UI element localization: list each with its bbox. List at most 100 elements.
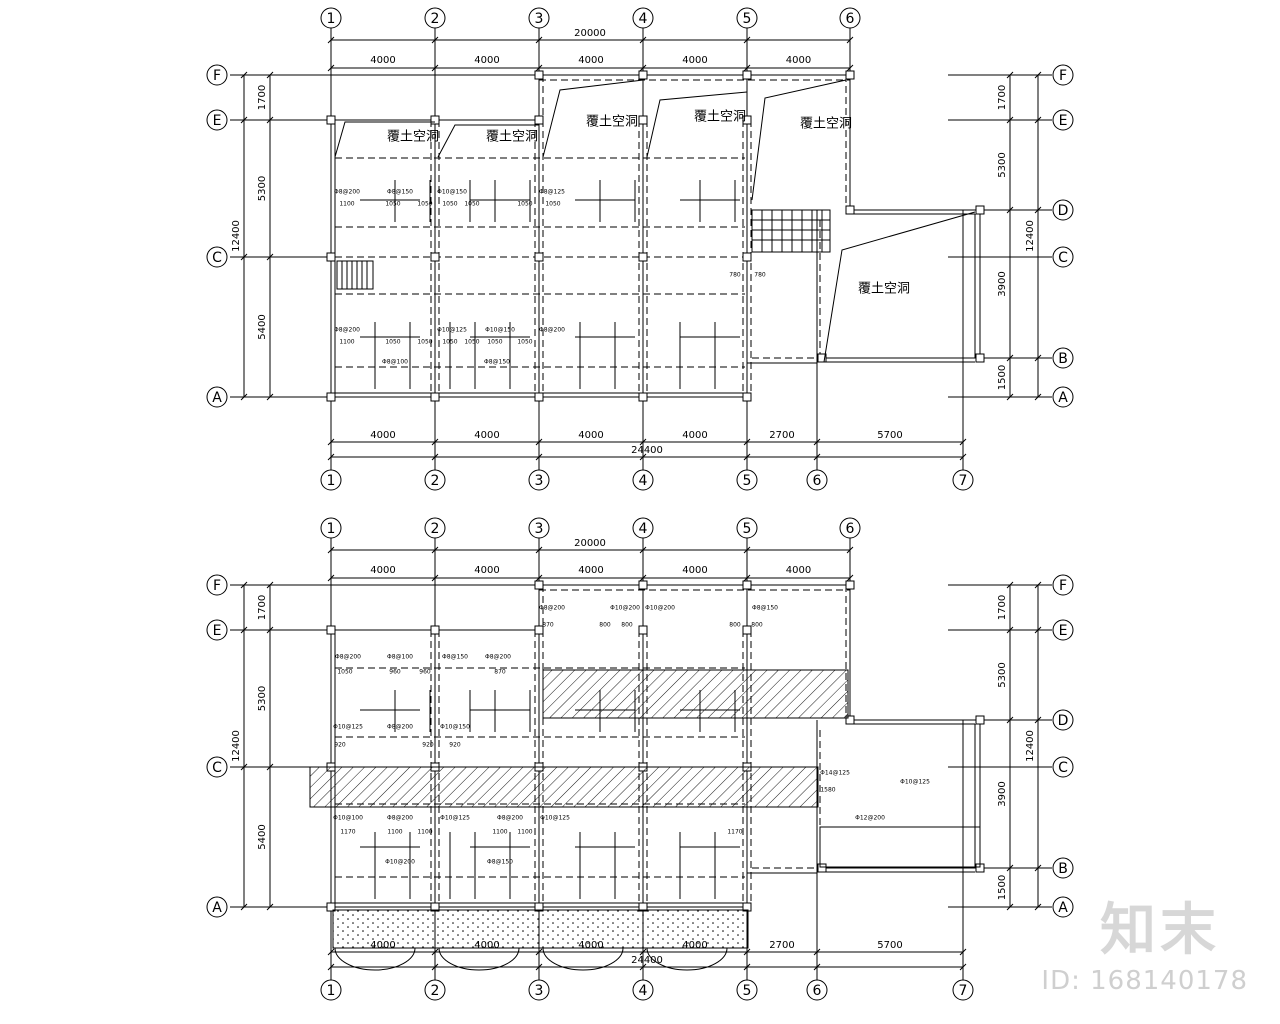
axis-bubble-label: F [1059,68,1067,84]
axis-bubble-label: D [1058,203,1069,219]
rebar-label: Φ8@200 [335,654,361,661]
watermark-logo: 知末 [1100,898,1220,963]
axis-bubble-circle [736,7,758,29]
dim-tick [535,64,543,72]
rebar-label: Φ10@125 [900,779,930,786]
rebar-label: Φ8@200 [334,327,360,334]
dim-span-bottom: 4000 [474,430,499,441]
dim-tick [639,948,647,956]
rebar-label: Φ8@150 [752,605,778,612]
axis-bubble-circle [320,517,342,539]
axis-bubble-label: 2 [431,521,440,537]
axis-bubble-label: 4 [639,473,648,489]
dim-tick [1006,581,1014,589]
axis-bubble-circle [1052,386,1074,408]
axis-bubble-circle [528,979,550,1001]
dim-tick [240,763,248,771]
small-dim: 1100 [387,829,402,836]
dim-tick [1006,393,1014,401]
dim-total-top: 20000 [574,28,606,39]
small-dim: 960 [389,669,401,676]
axis-bubble-top: 4 [632,7,654,29]
axis-bubble-right: A [1052,386,1074,408]
axis-bubble-circle [839,7,861,29]
dim-right-total: 12400 [1025,730,1036,762]
small-dim: 1100 [417,829,432,836]
column [975,353,985,363]
column [742,252,752,262]
axis-bubble-right: D [1052,709,1074,731]
column [975,205,985,215]
dim-span-bottom: 2700 [769,940,794,951]
column [326,115,336,125]
void-outline [823,211,976,363]
dim-tick [240,903,248,911]
column [638,115,648,125]
axis-bubble-circle [528,469,550,491]
dim-left-span: 5300 [257,686,268,711]
axis-bubble-label: B [1058,351,1068,367]
rebar-label: Φ10@200 [610,605,640,612]
void-outline [334,121,435,158]
column [326,252,336,262]
watermark-id: ID: 168140178 [1041,966,1248,996]
dim-tick [327,36,335,44]
dim-tick [431,453,439,461]
axis-bubble-right: C [1052,246,1074,268]
dim-tick [266,763,274,771]
small-dim: 1050 [464,339,479,346]
axis-bubble-right: B [1052,347,1074,369]
small-dim: 800 [599,622,611,629]
axis-bubble-label: E [1059,113,1068,129]
axis-bubble-right: E [1052,109,1074,131]
axis-bubble-circle [424,979,446,1001]
dim-right-span: 3900 [997,781,1008,806]
rebar-label: Φ10@125 [437,327,467,334]
axis-bubble-bottom: 1 [320,979,342,1001]
column [638,70,648,80]
axis-bubble-label: A [1058,900,1068,916]
column [975,715,985,725]
axis-bubble-label: D [1058,713,1069,729]
axis-bubble-circle [424,469,446,491]
rebar-label: Φ8@125 [539,189,565,196]
column [430,625,440,635]
axis-bubble-circle [632,979,654,1001]
void-outline [542,79,644,158]
small-dim: 1050 [442,339,457,346]
dim-right-span: 1500 [997,365,1008,390]
axis-bubble-circle [952,979,974,1001]
dim-span-bottom: 4000 [682,430,707,441]
axis-bubble-circle [1052,347,1074,369]
watermark: 知末 [1070,885,1220,963]
small-dim: 780 [729,272,741,279]
void-label: 覆土空洞 [858,282,910,297]
dim-tick [639,574,647,582]
axis-bubble-top: 2 [424,7,446,29]
rebar-label: Φ8@200 [539,327,565,334]
small-dim: 1050 [487,339,502,346]
small-dim: 1170 [727,829,742,836]
column [742,115,752,125]
axis-bubble-top: 4 [632,517,654,539]
column [534,115,544,125]
rebar-label: Φ8@150 [487,859,513,866]
axis-bubble-label: 6 [813,473,822,489]
column [430,115,440,125]
axis-bubble-right: F [1052,64,1074,86]
rebar-label: Φ10@100 [333,815,363,822]
axis-bubble-left: C [206,756,228,778]
dim-tick [266,903,274,911]
column [534,392,544,402]
dim-tick [431,948,439,956]
axis-bubble-circle [952,469,974,491]
dim-span-top: 4000 [786,55,811,66]
axis-bubble-left: E [206,109,228,131]
axis-bubble-top: 3 [528,7,550,29]
axis-bubble-circle [806,469,828,491]
column [534,625,544,635]
small-dim: 920 [449,742,461,749]
axis-bubble-bottom: 5 [736,469,758,491]
column [534,580,544,590]
dim-tick [266,253,274,261]
